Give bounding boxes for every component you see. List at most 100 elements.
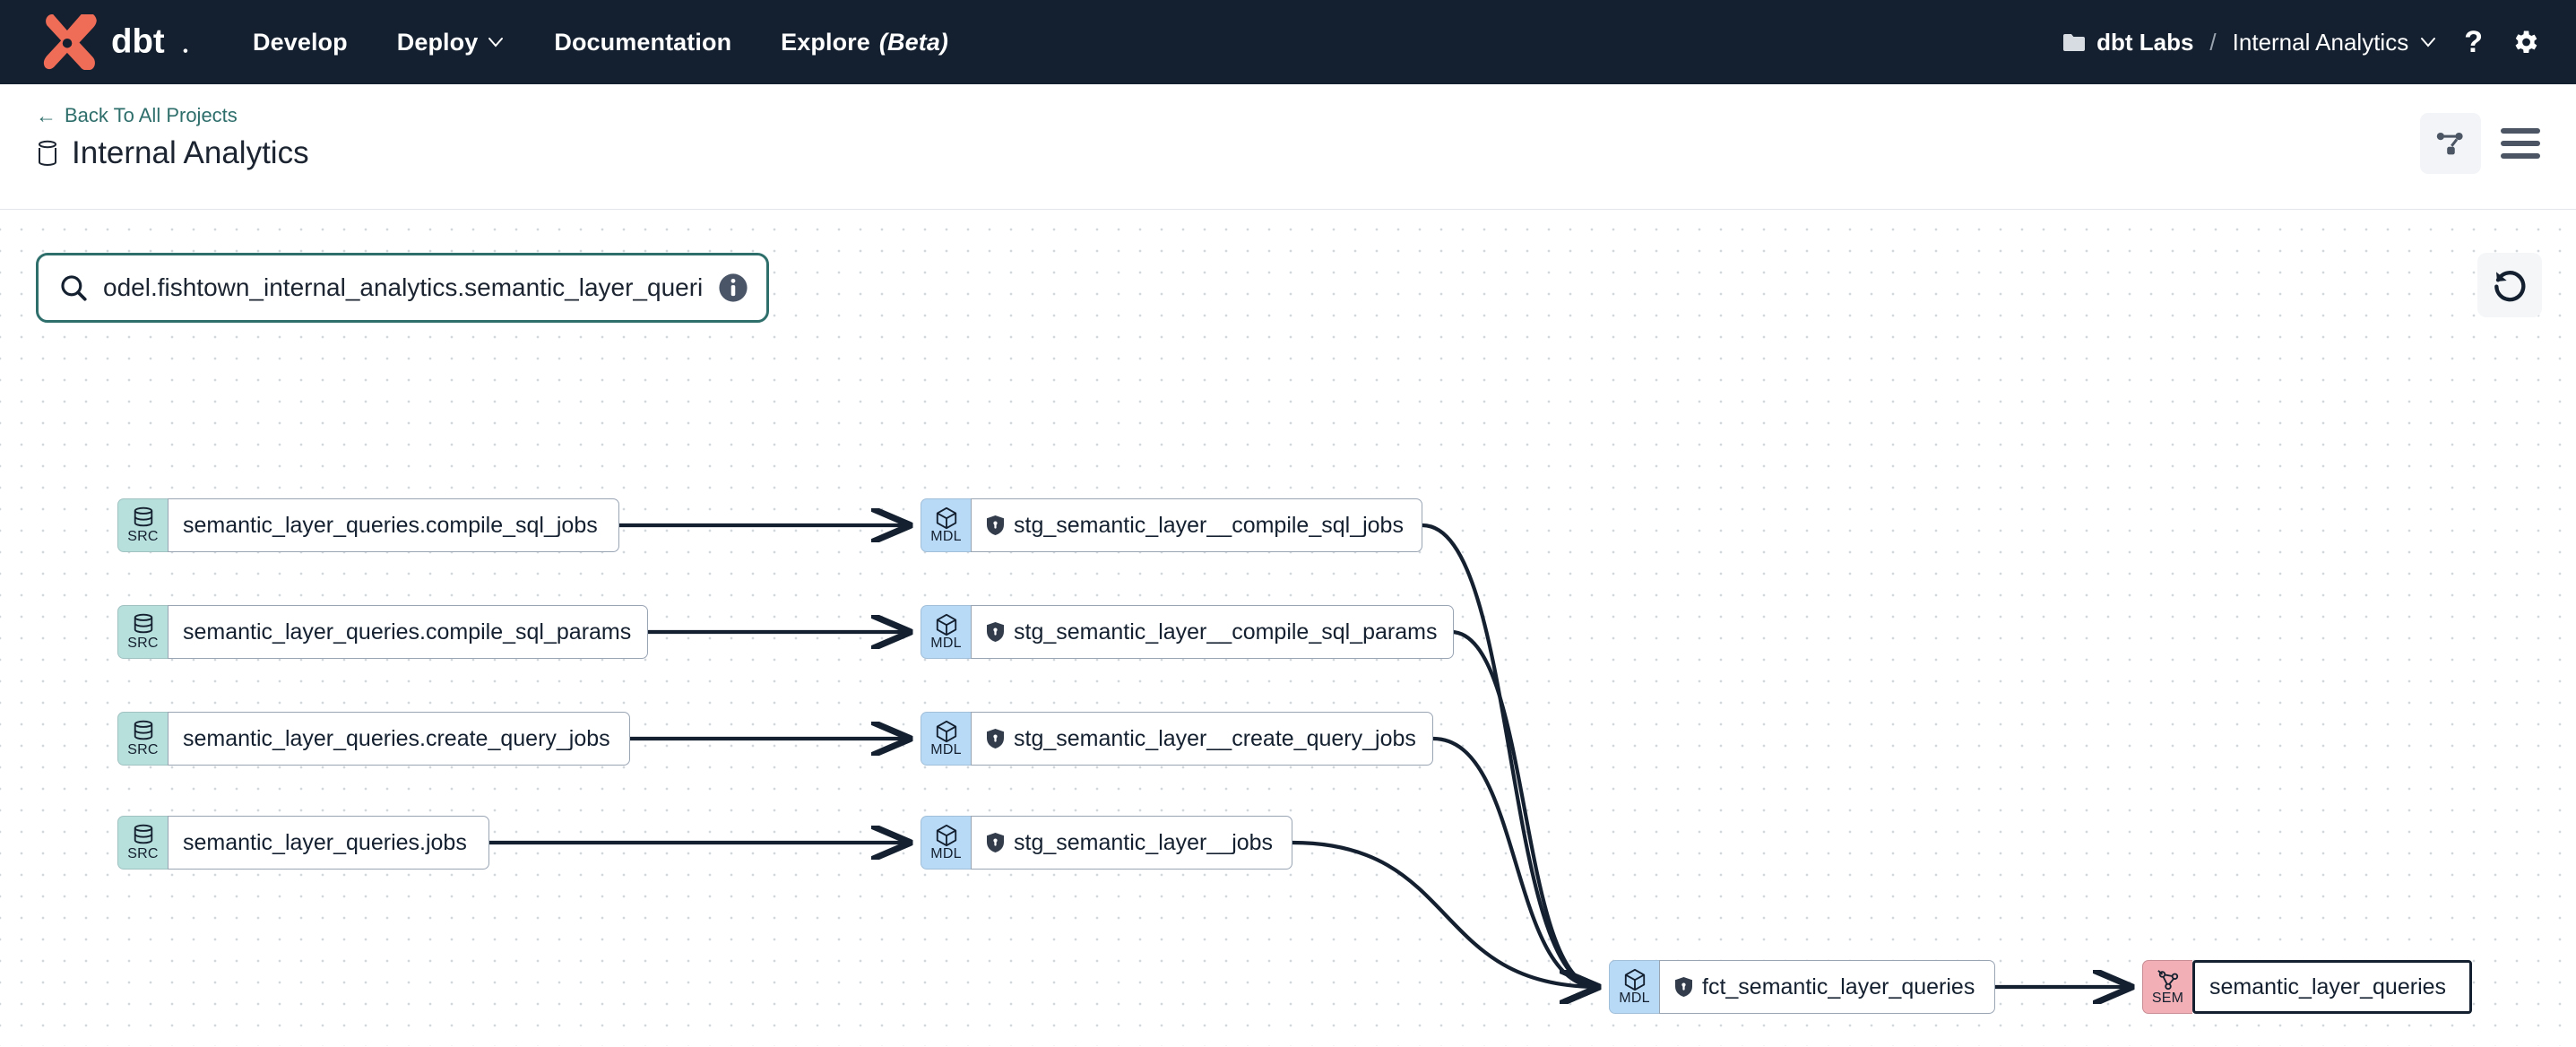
database-icon	[134, 824, 152, 844]
protected-shield-icon	[987, 729, 1004, 748]
node-body[interactable]: semantic_layer_queries.compile_sql_param…	[168, 605, 649, 659]
graph-node-src3[interactable]: SRC semantic_layer_queries.create_query_j…	[117, 712, 630, 766]
graph-node-sem[interactable]: SEM semantic_layer_queries	[2142, 960, 2472, 1014]
graph-node-src1[interactable]: SRC semantic_layer_queries.compile_sql_jo…	[117, 498, 619, 552]
node-body[interactable]: stg_semantic_layer__compile_sql_params	[971, 605, 1455, 659]
node-label: stg_semantic_layer__create_query_jobs	[1014, 725, 1416, 751]
dbt-wordmark-icon: dbt	[111, 22, 188, 60]
project-subheader: ← Back To All Projects Internal Analytic…	[0, 84, 2576, 210]
graph-node-src2[interactable]: SRC semantic_layer_queries.compile_sql_pa…	[117, 605, 649, 659]
node-type-badge-mdl: MDL	[921, 605, 971, 659]
node-body[interactable]: stg_semantic_layer__create_query_jobs	[971, 712, 1433, 766]
graph-node-mdl2[interactable]: MDL stg_semantic_layer__compile_sql_param…	[921, 605, 1455, 659]
nav-documentation-label: Documentation	[554, 28, 732, 56]
node-type-badge-sem: SEM	[2142, 960, 2192, 1014]
graph-node-fct[interactable]: MDL fct_semantic_layer_queries	[1609, 960, 1995, 1014]
node-type-label: MDL	[930, 528, 962, 544]
page-title-label: Internal Analytics	[72, 135, 309, 170]
node-type-badge-mdl: MDL	[921, 712, 971, 766]
nav-deploy[interactable]: Deploy	[397, 29, 506, 56]
edge-mdl4-to-fct	[1292, 840, 1598, 987]
gear-icon	[2515, 30, 2537, 54]
node-type-label: MDL	[930, 845, 962, 861]
back-to-all-projects-link[interactable]: ← Back To All Projects	[36, 104, 238, 127]
reset-view-button[interactable]	[2477, 253, 2542, 317]
info-icon[interactable]	[718, 273, 748, 303]
breadcrumb-project[interactable]: Internal Analytics	[2232, 28, 2409, 56]
node-body[interactable]: fct_semantic_layer_queries	[1659, 960, 1995, 1014]
chevron-down-icon	[488, 38, 504, 48]
database-icon	[134, 613, 152, 633]
node-type-label: SRC	[127, 635, 159, 651]
node-type-badge-mdl: MDL	[921, 816, 971, 870]
search-input[interactable]: odel.fishtown_internal_analytics.semanti…	[103, 273, 704, 301]
node-body[interactable]: stg_semantic_layer__jobs	[971, 816, 1292, 870]
node-type-label: SRC	[127, 741, 159, 757]
lineage-graph-icon	[2436, 132, 2463, 155]
node-type-badge-src: SRC	[117, 498, 168, 552]
node-type-label: SEM	[2151, 990, 2184, 1006]
node-body[interactable]: semantic_layer_queries.compile_sql_jobs	[168, 498, 619, 552]
node-body[interactable]: stg_semantic_layer__compile_sql_jobs	[971, 498, 1422, 552]
folder-icon	[2063, 34, 2086, 51]
node-type-label: MDL	[1619, 990, 1650, 1006]
node-label: stg_semantic_layer__jobs	[1014, 829, 1274, 855]
node-label: semantic_layer_queries.compile_sql_param…	[183, 619, 632, 645]
menu-button[interactable]	[2501, 128, 2540, 159]
primary-nav: Develop Deploy Documentation Explore (Be…	[253, 29, 948, 56]
edge-mdl2-to-fct	[1450, 629, 1598, 987]
edge-mdl1-to-fct	[1422, 523, 1598, 987]
settings-button[interactable]	[2510, 27, 2540, 57]
breadcrumb-org[interactable]: dbt Labs	[2096, 28, 2194, 56]
node-label: stg_semantic_layer__compile_sql_jobs	[1014, 512, 1404, 538]
node-body[interactable]: semantic_layer_queries.jobs	[168, 816, 489, 870]
back-link-label: Back To All Projects	[65, 104, 238, 126]
edge-mdl3-to-fct	[1432, 736, 1598, 987]
top-nav-right-cluster: dbt Labs / Internal Analytics ?	[2062, 27, 2540, 57]
node-body[interactable]: semantic_layer_queries.create_query_jobs	[168, 712, 630, 766]
lineage-canvas[interactable]: odel.fishtown_internal_analytics.semanti…	[0, 210, 2576, 1046]
protected-shield-icon	[987, 622, 1004, 642]
back-arrow-icon: ←	[36, 103, 56, 127]
nav-explore-beta-tag: (Beta)	[878, 28, 949, 56]
protected-shield-icon	[1675, 977, 1692, 997]
cube-icon	[936, 613, 956, 636]
node-type-badge-mdl: MDL	[1609, 960, 1659, 1014]
nav-explore[interactable]: Explore (Beta)	[781, 29, 948, 56]
node-label: stg_semantic_layer__compile_sql_params	[1014, 619, 1438, 645]
lineage-graph: SRC semantic_layer_queries.compile_sql_jo…	[0, 210, 2576, 1046]
node-label: fct_semantic_layer_queries	[1702, 973, 1975, 999]
dbt-logo[interactable]: dbt	[38, 14, 197, 70]
node-label: semantic_layer_queries.compile_sql_jobs	[183, 512, 598, 538]
graph-node-mdl4[interactable]: MDL stg_semantic_layer__jobs	[921, 816, 1292, 870]
help-icon: ?	[2464, 25, 2483, 59]
nav-documentation[interactable]: Documentation	[554, 29, 731, 56]
top-navigation-bar: dbt Develop Deploy Documentation Explore…	[0, 0, 2576, 84]
node-search-field[interactable]: odel.fishtown_internal_analytics.semanti…	[36, 253, 769, 323]
nav-develop[interactable]: Develop	[253, 29, 348, 56]
cube-icon	[936, 720, 956, 742]
nav-explore-label: Explore	[781, 28, 870, 56]
chevron-down-icon[interactable]	[2419, 33, 2437, 51]
node-label: semantic_layer_queries.create_query_jobs	[183, 725, 610, 751]
semantic-graph-icon	[2157, 969, 2178, 990]
nav-develop-label: Develop	[253, 28, 348, 56]
graph-node-mdl1[interactable]: MDL stg_semantic_layer__compile_sql_jobs	[921, 498, 1422, 552]
search-icon	[61, 275, 87, 301]
node-label: semantic_layer_queries	[2209, 973, 2447, 999]
reset-icon	[2494, 271, 2526, 302]
node-type-label: SRC	[127, 528, 159, 544]
subheader-actions	[2420, 113, 2540, 174]
help-button[interactable]: ?	[2464, 27, 2483, 57]
protected-shield-icon	[987, 515, 1004, 535]
cube-icon	[936, 824, 956, 846]
graph-node-mdl3[interactable]: MDL stg_semantic_layer__create_query_jobs	[921, 712, 1433, 766]
cube-icon	[936, 506, 956, 529]
menu-line	[2501, 141, 2540, 146]
database-icon	[134, 506, 152, 526]
node-type-badge-mdl: MDL	[921, 498, 971, 552]
lineage-graph-button[interactable]	[2420, 113, 2481, 174]
node-body[interactable]: semantic_layer_queries	[2192, 960, 2472, 1014]
node-type-badge-src: SRC	[117, 712, 168, 766]
